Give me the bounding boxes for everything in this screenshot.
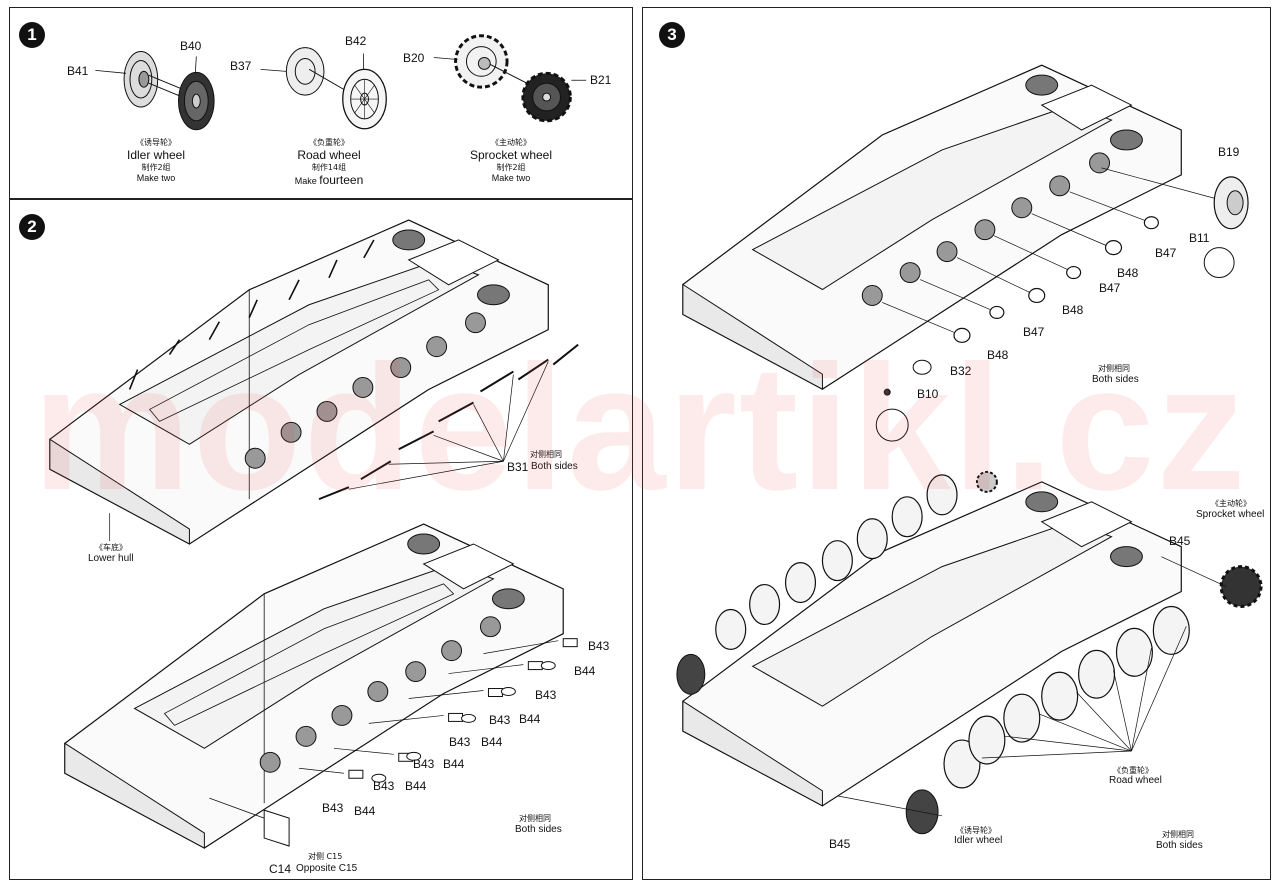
caption-en: Idler wheel: [126, 148, 186, 162]
road-wheel-caption: 《负重轮》 Road wheel 制作14组 Make fourteen: [269, 137, 389, 187]
caption-en: Sprocket wheel: [469, 148, 553, 162]
both-sides-en: Both sides: [1156, 840, 1203, 851]
both-sides-en: Both sides: [515, 824, 562, 835]
caption-cn: 《诱导轮》: [136, 138, 176, 147]
part-label-b31: B31: [507, 460, 529, 474]
part-label-b42: B42: [345, 34, 367, 48]
part-label-b40: B40: [180, 39, 202, 53]
opposite-c15-en: Opposite C15: [296, 863, 358, 874]
step-number: 1: [19, 22, 45, 48]
count-cn: 制作2组: [141, 163, 171, 172]
caption-cn: 《主动轮》: [491, 138, 531, 147]
part-label-b11: B11: [1189, 231, 1210, 245]
caption-en: Road wheel: [297, 148, 361, 162]
part-label-b47: B47: [1155, 246, 1177, 260]
part-label-b43: B43: [373, 779, 395, 793]
part-label-b47: B47: [1023, 325, 1045, 339]
lower-hull-cn: 《车底》: [95, 543, 127, 552]
sprocket-wheel-cn: 《主动轮》: [1211, 499, 1251, 508]
step-number: 2: [19, 214, 45, 240]
part-label-b48: B48: [987, 348, 1009, 362]
both-sides-en: Both sides: [531, 461, 578, 472]
sprocket-wheel-caption: 《主动轮》 Sprocket wheel 制作2组 Make two: [451, 137, 571, 183]
part-label-b47: B47: [1099, 281, 1121, 295]
step-number: 3: [659, 22, 685, 48]
both-sides-cn: 对侧相同: [530, 450, 562, 459]
part-label-b10: B10: [917, 387, 939, 401]
part-label-b48: B48: [1062, 303, 1084, 317]
both-sides-cn: 对侧相同: [1162, 830, 1194, 839]
part-label-b44: B44: [519, 712, 541, 726]
part-label-b44: B44: [574, 664, 596, 678]
suspension-assembly-drawing: [676, 64, 1263, 835]
step-1-panel: 1: [9, 7, 633, 199]
part-label-b48: B48: [1117, 266, 1139, 280]
part-label-b32: B32: [950, 364, 972, 378]
idler-wheel-caption: 《诱导轮》 Idler wheel 制作2组 Make two: [96, 137, 216, 183]
wheel-subassemblies-drawing: [95, 34, 587, 131]
part-label-b43: B43: [413, 757, 435, 771]
sprocket-wheel-en: Sprocket wheel: [1196, 509, 1265, 520]
part-label-b43: B43: [535, 688, 557, 702]
idler-wheel-cn: 《诱导轮》: [956, 826, 996, 835]
count-cn: 制作2组: [496, 163, 526, 172]
both-sides-en: Both sides: [1092, 374, 1139, 385]
part-label-b43: B43: [489, 713, 511, 727]
part-label-b19: B19: [1218, 145, 1240, 159]
part-label-b44: B44: [354, 804, 376, 818]
count-en: Make fourteen: [294, 173, 364, 187]
road-wheel-cn: 《负重轮》: [1113, 766, 1153, 775]
step-2-panel: 2: [9, 199, 633, 880]
lower-hull-en: Lower hull: [88, 553, 134, 564]
step-3-panel: 3: [642, 7, 1271, 880]
idler-wheel-en: Idler wheel: [954, 835, 1003, 846]
part-label-b37: B37: [230, 59, 252, 73]
opposite-c15-cn: 对侧 C15: [308, 852, 343, 861]
part-label-b20: B20: [403, 51, 425, 65]
part-label-b45: B45: [1169, 534, 1191, 548]
count-en: Make two: [136, 173, 176, 183]
count-cn: 制作14组: [311, 163, 347, 172]
road-wheel-en: Road wheel: [1109, 775, 1162, 786]
part-label-b44: B44: [405, 779, 427, 793]
part-label-b43: B43: [322, 801, 344, 815]
both-sides-cn: 对侧相同: [519, 814, 551, 823]
both-sides-cn: 对侧相同: [1098, 364, 1130, 373]
lower-hull-drawing: [49, 219, 579, 849]
part-label-b43: B43: [588, 639, 610, 653]
part-label-c14: C14: [269, 862, 292, 876]
count-en: Make two: [491, 173, 531, 183]
caption-cn: 《负重轮》: [309, 138, 349, 147]
part-label-b43: B43: [449, 735, 471, 749]
part-label-b44: B44: [443, 757, 465, 771]
part-label-b41: B41: [67, 64, 89, 78]
part-label-b44: B44: [481, 735, 503, 749]
part-label-b21: B21: [590, 73, 612, 87]
part-label-b45: B45: [829, 837, 851, 851]
